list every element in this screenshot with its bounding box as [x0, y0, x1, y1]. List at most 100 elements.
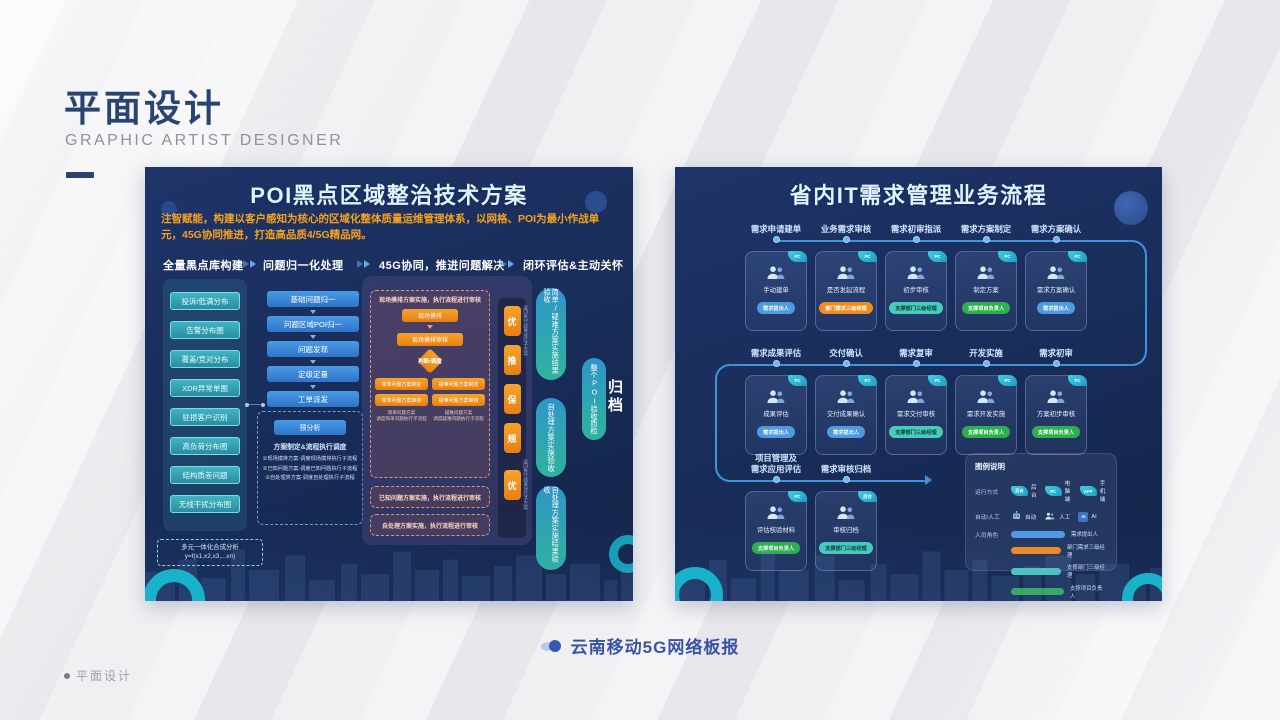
role-tag: 支撑部门三级经理 [889, 302, 943, 314]
hard-plan-step: 疑难问题方案制定 [432, 378, 485, 390]
role-color-bar [1011, 567, 1062, 575]
role-tag: 支撑项目负责人 [1031, 426, 1081, 438]
poi-acceptance-capsule: 整个POI验收质检 [582, 358, 606, 440]
stage-label: 项目管理及 需求应用评估 [750, 453, 802, 475]
legend-role-line: 部门需求三级经理 [1011, 543, 1107, 559]
people-icon [835, 505, 857, 520]
stage-label: 需求复审 [899, 348, 933, 359]
card-title: 需求方案确认 [1036, 287, 1076, 294]
people-icon [835, 389, 857, 404]
robot-icon [1011, 510, 1022, 523]
analysis-formula-note: 多元一体化合成分析 y=f(x1,x2,x3,...xn) [157, 539, 263, 566]
run-mode-badge: PC [928, 375, 947, 386]
legend-item-label: 自动 [1025, 514, 1037, 521]
role-tag: 支撑项目负责人 [961, 302, 1011, 314]
people-icon [975, 265, 997, 280]
decor-circle [585, 191, 607, 213]
role-tag: 支撑项目负责人 [751, 542, 801, 554]
role-name: 部门需求三级经理 [1067, 544, 1105, 559]
timeline-dot [772, 236, 780, 243]
dispatch-row: ③自处理类方案-调度自处理执行子流程 [265, 475, 355, 482]
result-chip: 推 [503, 345, 521, 375]
timeline-dot [842, 476, 850, 483]
role-lines: 需求提出人部门需求三级经理支撑部门三级经理支撑项目负责人 [1011, 530, 1107, 600]
stage1-item: 无线干扰分布图 [170, 495, 240, 513]
dispatch-row: ①现场摸排方案-调度现场摸排执行子流程 [262, 456, 358, 462]
flow-arrow-icon [501, 260, 517, 268]
survey-step: 现场摸排 [402, 309, 458, 322]
timeline-dot [842, 360, 850, 367]
run-mode-badge: PC [1044, 486, 1062, 496]
poster-poi-remediation[interactable]: POI黑点区域整治技术方案 注智赋能，构建以客户感知为核心的区域化整体质量运维管… [145, 167, 633, 601]
acceptance-capsule: 自处理方案实施验收 [536, 398, 566, 477]
stage1-item: 投诉/低满分布 [170, 292, 240, 310]
watermark: 平面设计 [64, 667, 132, 684]
people-icon [765, 389, 787, 404]
timeline-line [775, 240, 1131, 242]
stage-label: 需求成果评估 [750, 348, 802, 359]
execution-panel: 现场摸排方案实施，执行流程进行审核 现场摸排 现场摸排审核 判断/调度 简单问题… [362, 276, 532, 545]
stage2-item: 问题区域POI归一 [267, 316, 359, 332]
result-chip: 规 [503, 423, 521, 453]
flow-card: 后台审核归档支撑部门三级经理 [815, 491, 877, 571]
stage-label: 需求申请建单 [750, 224, 802, 235]
timeline-dot [982, 236, 990, 243]
legend-item-label: 电脑端 [1064, 481, 1071, 503]
people-icon [765, 265, 787, 280]
legend-role-line: 需求提出人 [1011, 530, 1107, 538]
decor-circle [1114, 191, 1148, 225]
footer-caption: 云南移动5G网络板报 [0, 633, 1280, 658]
legend-run-mode-item: 后台后台 [1011, 483, 1037, 499]
role-tag: 支撑部门三级经理 [889, 426, 943, 438]
connector-line [245, 402, 265, 407]
run-mode-badge: PC [858, 251, 877, 262]
run-mode-badge: PC [998, 251, 1017, 262]
role-name: 支撑项目负责人 [1069, 585, 1103, 600]
acceptance-capsule: 自处理方案实施结果验收 [536, 486, 566, 570]
card-title: 制定方案 [973, 287, 999, 294]
stage1-item: 高负荷分布图 [170, 437, 240, 455]
timeline-line [731, 364, 1131, 366]
city-skyline [675, 549, 1162, 601]
decor-circle [161, 201, 177, 217]
legend-item-label: 后台 [1031, 485, 1037, 499]
timeline-dot [1052, 236, 1060, 243]
run-mode-badge: 后台 [1011, 486, 1028, 496]
simple-branch-note: 简单问题方案 调度简单问题执行子流程 [376, 410, 427, 422]
people-icon [905, 265, 927, 280]
timeline-arrow-icon [925, 475, 932, 485]
poster-left-title: POI黑点区域整治技术方案 [250, 183, 528, 208]
legend-item-label: AI [1091, 513, 1097, 520]
footer-text: 云南移动5G网络板报 [570, 638, 740, 657]
stage1-item: XDR异常单图 [170, 379, 240, 397]
section-header: 问题归一化处理 [263, 260, 344, 272]
role-tag: 需求提出人 [1037, 302, 1075, 314]
result-chip-list: 优推保规 [503, 306, 521, 453]
people-icon [835, 265, 857, 280]
role-color-bar [1011, 530, 1065, 538]
people-icon [905, 389, 927, 404]
poster-it-demand-process[interactable]: 省内IT需求管理业务流程 需求申请建单业务需求审核需求初审指派需求方案制定需求方… [675, 167, 1162, 601]
timeline-dot [1052, 360, 1060, 367]
stage-labels: 需求成果评估交付确认需求复审开发实施需求初审 [741, 335, 1091, 359]
stage2-item: 工单派发 [267, 391, 359, 407]
timeline-dots [741, 236, 1091, 243]
section-header: 闭环评估&主动关怀 [523, 260, 624, 272]
role-name: 需求提出人 [1071, 532, 1098, 538]
stage1-item: 结构质差问题 [170, 466, 240, 484]
stage-labels: 项目管理及 需求应用评估需求审核归档 [741, 451, 881, 475]
card-title: 初步审核 [903, 287, 929, 294]
down-arrow-icon [427, 325, 433, 329]
teal-ring-decor [1122, 573, 1162, 601]
flow-arrow-icon [357, 260, 373, 268]
survey-review-step: 现场摸排审核 [397, 333, 463, 346]
flow-card: PC 制定方案支撑项目负责人 [955, 251, 1017, 331]
